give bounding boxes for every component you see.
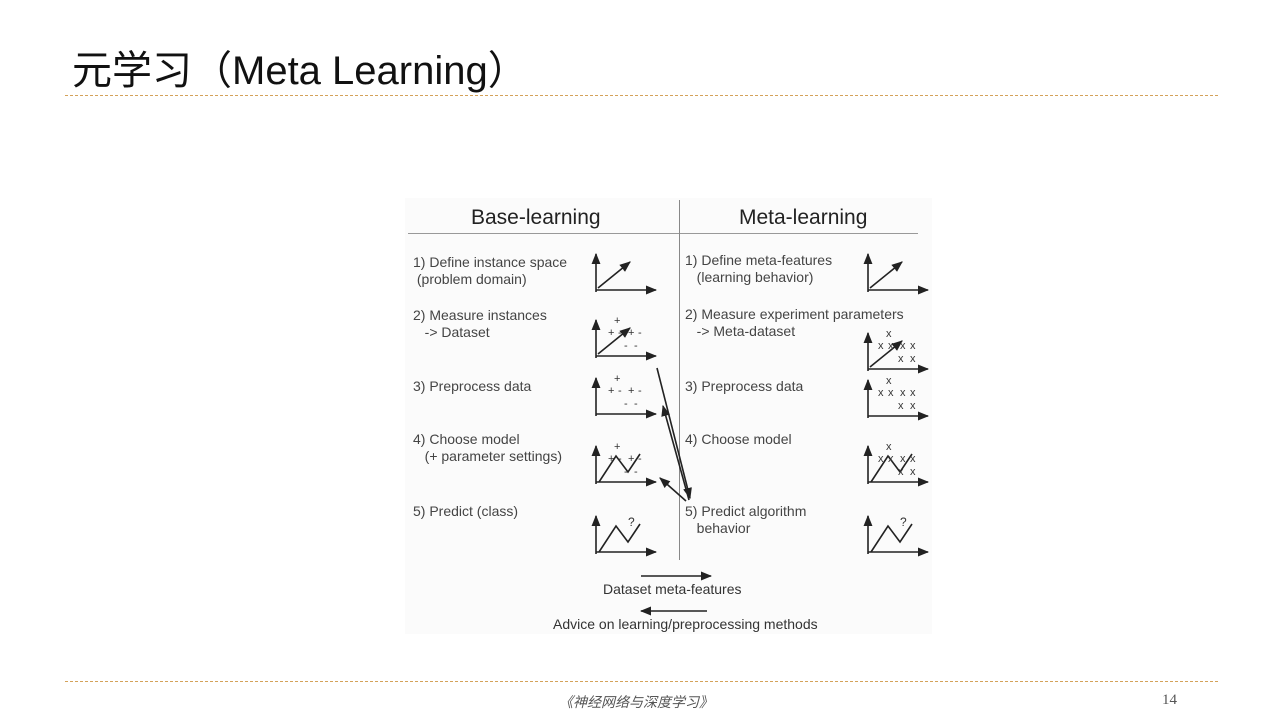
chart-mark: -	[618, 385, 622, 397]
chart-mark: +	[614, 441, 620, 453]
chart-mark: +	[628, 327, 634, 339]
chart-mark: x	[878, 340, 884, 352]
chart-mark: -	[634, 466, 638, 478]
chart-mark: x	[900, 453, 906, 465]
chart-mark: x	[910, 387, 916, 399]
chart-mark: -	[618, 453, 622, 465]
meta-step-4: 4) Choose model	[685, 431, 792, 447]
meta-step-2: 2) Measure experiment parameters -> Meta…	[685, 306, 904, 339]
footer-book-title: 《神经网络与深度学习》	[559, 695, 713, 711]
flow-arrow-up	[661, 404, 690, 501]
advice-label: Advice on learning/preprocessing methods	[553, 616, 818, 632]
meta-chart-5: ?	[863, 514, 930, 557]
header-rule	[408, 233, 918, 234]
header-divider	[65, 95, 1218, 96]
chart-mark: -	[634, 340, 638, 352]
page-number: 14	[1162, 692, 1177, 708]
base-step-5: 5) Predict (class)	[413, 503, 519, 519]
chart-mark: x	[898, 400, 904, 412]
chart-mark: x	[910, 466, 916, 478]
chart-mark: x	[910, 400, 916, 412]
base-chart-1	[591, 252, 658, 295]
chart-mark: x	[886, 441, 892, 453]
meta-step-3: 3) Preprocess data	[685, 378, 804, 394]
chart-mark: x	[886, 375, 892, 387]
chart-mark: x	[878, 453, 884, 465]
question-mark: ?	[628, 515, 635, 529]
chart-mark: -	[618, 327, 622, 339]
chart-mark: x	[878, 387, 884, 399]
meta-step-5: 5) Predict algorithm behavior	[685, 503, 807, 536]
slide-title: 元学习（Meta Learning）	[72, 49, 528, 93]
column-divider	[679, 200, 680, 560]
base-step-1: 1) Define instance space (problem domain…	[413, 254, 568, 287]
chart-mark: x	[900, 387, 906, 399]
base-learning-header: Base-learning	[471, 206, 601, 229]
chart-mark: x	[886, 328, 892, 340]
chart-mark: +	[608, 327, 614, 339]
flow-arrow-down	[656, 367, 692, 500]
chart-mark: +	[614, 315, 620, 327]
chart-mark: +	[628, 453, 634, 465]
chart-mark: x	[888, 453, 894, 465]
base-step-2: 2) Measure instances -> Dataset	[413, 307, 547, 340]
base-step-3: 3) Preprocess data	[413, 378, 532, 394]
chart-mark: x	[910, 353, 916, 365]
chart-mark: -	[624, 340, 628, 352]
meta-step-1: 1) Define meta-features (learning behavi…	[685, 252, 833, 285]
dataset-meta-features-label: Dataset meta-features	[603, 581, 742, 597]
chart-mark: +	[608, 453, 614, 465]
footer-divider	[65, 681, 1218, 682]
meta-learning-header: Meta-learning	[739, 206, 868, 229]
chart-mark: x	[898, 353, 904, 365]
chart-mark: x	[910, 453, 916, 465]
base-chart-5: ?	[591, 514, 658, 557]
chart-mark: x	[910, 340, 916, 352]
base-chart-2: +++----	[591, 315, 658, 361]
chart-mark: +	[628, 385, 634, 397]
chart-mark: -	[638, 327, 642, 339]
chart-mark: -	[624, 466, 628, 478]
chart-mark: +	[608, 385, 614, 397]
chart-mark: x	[888, 340, 894, 352]
meta-chart-1	[863, 252, 930, 295]
base-chart-4: +++----	[591, 441, 658, 487]
flow-arrow-to-model	[659, 477, 687, 502]
base-step-4: 4) Choose model (+ parameter settings)	[413, 431, 563, 464]
chart-mark: -	[638, 453, 642, 465]
base-chart-3: +++----	[591, 373, 658, 419]
chart-mark: -	[634, 398, 638, 410]
chart-mark: x	[888, 387, 894, 399]
chart-mark: -	[638, 385, 642, 397]
question-mark: ?	[900, 515, 907, 529]
chart-mark: -	[624, 398, 628, 410]
chart-mark: +	[614, 373, 620, 385]
meta-learning-diagram: Base-learning Meta-learning 1) Define in…	[405, 198, 932, 634]
chart-mark: x	[898, 466, 904, 478]
chart-mark: x	[900, 340, 906, 352]
